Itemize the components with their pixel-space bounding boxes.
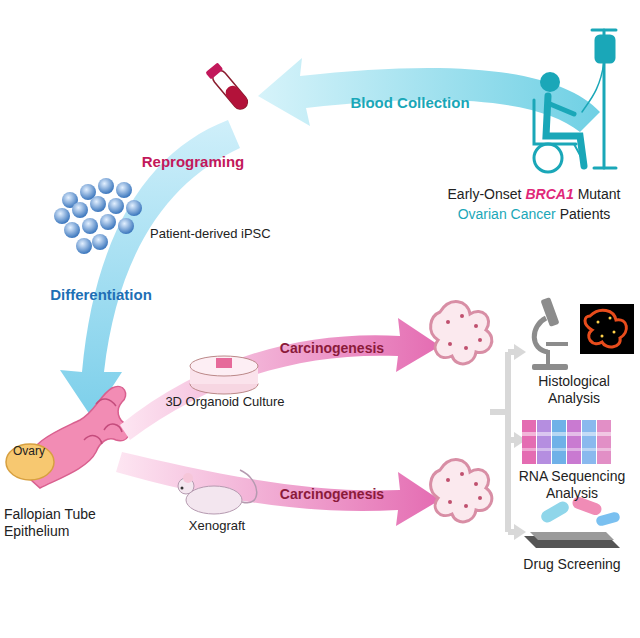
model-label: 3D Organoid Culture — [160, 394, 290, 410]
arrow-label: Blood Collection — [350, 94, 470, 112]
carcinogenesis-arrow — [116, 452, 440, 526]
analysis-label: Histological Analysis — [515, 373, 633, 407]
caption-word: Early-Onset — [448, 186, 522, 202]
fallopian-tube — [6, 386, 130, 488]
heatmap — [522, 420, 611, 464]
analysis-bracket — [490, 352, 516, 532]
petri-dish — [190, 356, 258, 394]
arrow-label: Differentiation — [36, 286, 166, 304]
patient-figure — [534, 30, 616, 172]
analysis-label: RNA Sequencing Analysis — [508, 468, 636, 502]
ipsc-cells — [54, 178, 142, 254]
cell-label: Patient-derived iPSC — [150, 226, 320, 242]
model-label: Xenograft — [172, 518, 262, 534]
arrow-label: Reprograming — [118, 153, 268, 171]
organ-label: Ovary — [4, 444, 54, 458]
analysis-label: Drug Screening — [508, 556, 636, 573]
organoid — [431, 460, 492, 522]
patient-caption: Early-OnsetBRCA1 MutantOvarian CancerPati… — [432, 184, 636, 225]
carcinogenesis-arrow — [120, 318, 440, 440]
mouse — [178, 470, 257, 514]
blood-tube — [205, 62, 251, 112]
gene-name: BRCA1 — [525, 186, 573, 202]
drug-screening-icon — [524, 495, 621, 548]
fluorescence-image — [580, 304, 634, 354]
caption-word: Ovarian Cancer — [458, 206, 556, 222]
caption-word: Mutant — [578, 186, 621, 202]
caption-line: Ovarian CancerPatients — [432, 204, 636, 224]
organ-label: Fallopian Tube Epithelium — [4, 506, 114, 540]
arrow-label: Carcinogenesis — [272, 340, 392, 357]
organoid — [431, 302, 492, 364]
caption-word: Patients — [560, 206, 611, 222]
caption-line: Early-OnsetBRCA1 Mutant — [432, 184, 636, 204]
microscope — [532, 297, 568, 370]
arrow-label: Carcinogenesis — [272, 486, 392, 503]
